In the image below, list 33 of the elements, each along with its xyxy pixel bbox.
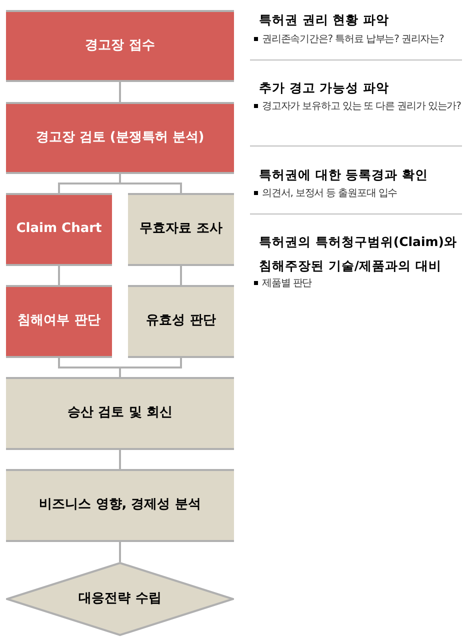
node-text: 침해여부 판단 (18, 313, 100, 330)
bullet-text: 경고자가 보유하고 있는 또 다른 권리가 있는가? (262, 100, 461, 114)
node-text: 유효성 판단 (146, 313, 216, 330)
process-box (6, 285, 112, 358)
node-text: 경고장 검토 (분쟁특허 분석) (36, 130, 204, 146)
process-box (6, 102, 234, 174)
bullet-text: 제품별 판단 (262, 277, 312, 291)
process-box (6, 377, 234, 450)
node-text: 대응전략 수립 (78, 590, 162, 608)
section-heading: 특허권에 대한 등록경과 확인 (259, 166, 430, 184)
section-heading: 추가 경고 가능성 파악 (259, 79, 390, 97)
connector-line (119, 358, 182, 377)
process-box (6, 469, 234, 542)
section-heading: 특허권의 특허청구범위(Claim)와 침해주장된 기술/제품과의 대비 (259, 233, 458, 275)
connector-line (119, 174, 182, 193)
node-text: 경고장 접수 (85, 38, 155, 54)
node-text: 승산 검토 및 회신 (68, 405, 172, 422)
section-heading: 특허권 권리 현황 파악 (259, 11, 390, 29)
process-box (128, 193, 234, 266)
bullet-text: 권리존속기간은? 특허료 납부는? 권리자는? (262, 33, 444, 47)
connector-line (119, 82, 121, 102)
connector-line (119, 450, 121, 469)
node-text: 비즈니스 영향, 경제성 분석 (39, 497, 201, 514)
process-box (6, 193, 112, 266)
bullet-text: 의견서, 보정서 등 출원포대 입수 (262, 187, 398, 201)
connector-line (58, 266, 60, 285)
connector-line (180, 266, 182, 285)
process-box (128, 285, 234, 358)
node-text: Claim Chart (16, 221, 102, 238)
decision-diamond (6, 562, 234, 636)
node-text: 무효자료 조사 (140, 221, 222, 238)
connector-line (119, 542, 121, 562)
process-box (6, 10, 234, 82)
